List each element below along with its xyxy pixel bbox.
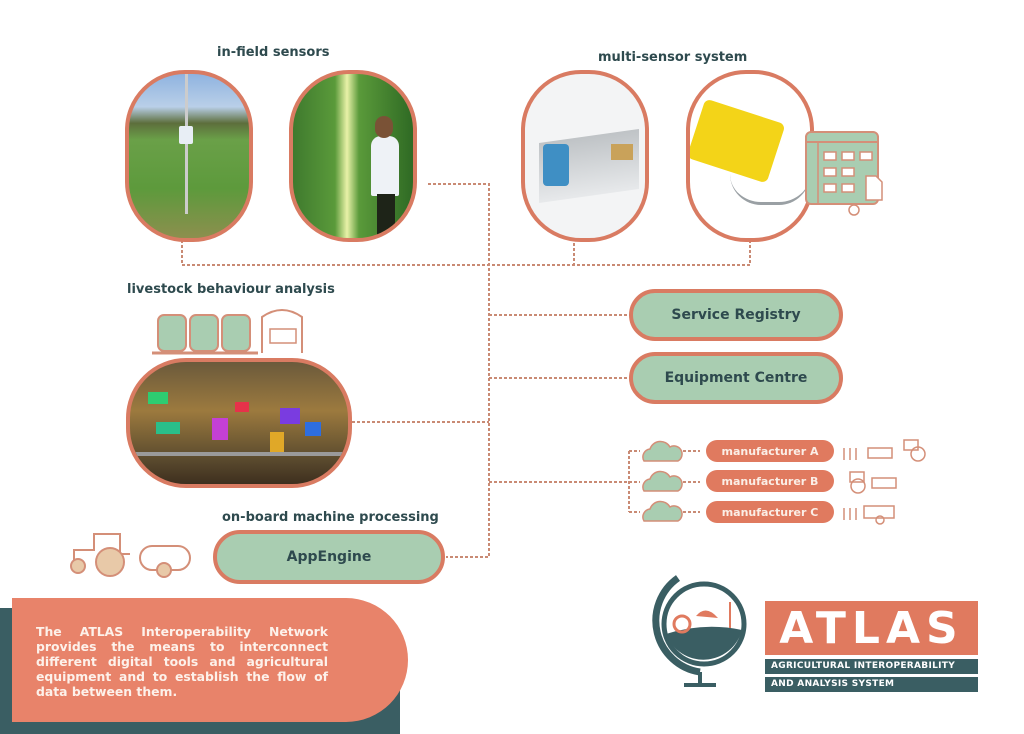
atlas-wordmark: ATLAS <box>765 601 978 655</box>
crops-combine-harvester-icon <box>843 505 895 525</box>
atlas-subtitle-line-1: AGRICULTURAL INTEROPERABILITY <box>765 659 978 674</box>
cloud-icon-c <box>642 500 683 522</box>
appengine-node[interactable]: AppEngine <box>213 530 445 584</box>
manufacturer-b-node[interactable]: manufacturer B <box>706 470 834 492</box>
photo-orchard-operator <box>289 70 417 242</box>
appengine-label: AppEngine <box>286 549 372 565</box>
tractor-with-tank-icon <box>70 533 191 578</box>
description-panel: The ATLAS Interoperability Network provi… <box>12 598 408 722</box>
atlas-globe-logo-icon <box>652 575 747 687</box>
data-dashboard-icon <box>805 131 883 216</box>
crops-baler-tractor-icon <box>843 439 926 462</box>
connector-sensors-bus <box>181 240 750 266</box>
section-title-livestock-behaviour-analysis: livestock behaviour analysis <box>127 282 335 297</box>
manufacturer-a-node[interactable]: manufacturer A <box>706 440 834 462</box>
cloud-icon-a <box>642 440 683 462</box>
cloud-icons <box>642 440 683 522</box>
manufacturer-c-node[interactable]: manufacturer C <box>706 501 834 523</box>
silos-and-barn-icon <box>152 309 303 355</box>
description-text: The ATLAS Interoperability Network provi… <box>36 624 328 699</box>
photo-lidar-sensor-unit <box>521 70 649 242</box>
equipment-centre-node[interactable]: Equipment Centre <box>629 352 843 404</box>
equipment-centre-label: Equipment Centre <box>664 370 808 386</box>
manufacturer-equipment-icons <box>843 439 926 525</box>
connector-trunk <box>428 183 490 558</box>
section-title-on-board-machine-processing: on-board machine processing <box>222 510 439 525</box>
atlas-subtitle-line-2: AND ANALYSIS SYSTEM <box>765 677 978 692</box>
photo-yellow-logger-case <box>686 70 814 242</box>
tractor-sprayer-icon <box>849 471 897 494</box>
section-title-multi-sensor-system: multi-sensor system <box>598 50 748 65</box>
service-registry-node[interactable]: Service Registry <box>629 289 843 341</box>
section-title-in-field-sensors: in-field sensors <box>217 45 330 60</box>
photo-field-sensor-tripod <box>125 70 253 242</box>
photo-livestock-barn-detections <box>126 358 352 488</box>
cloud-icon-b <box>642 470 683 492</box>
service-registry-label: Service Registry <box>671 307 801 323</box>
